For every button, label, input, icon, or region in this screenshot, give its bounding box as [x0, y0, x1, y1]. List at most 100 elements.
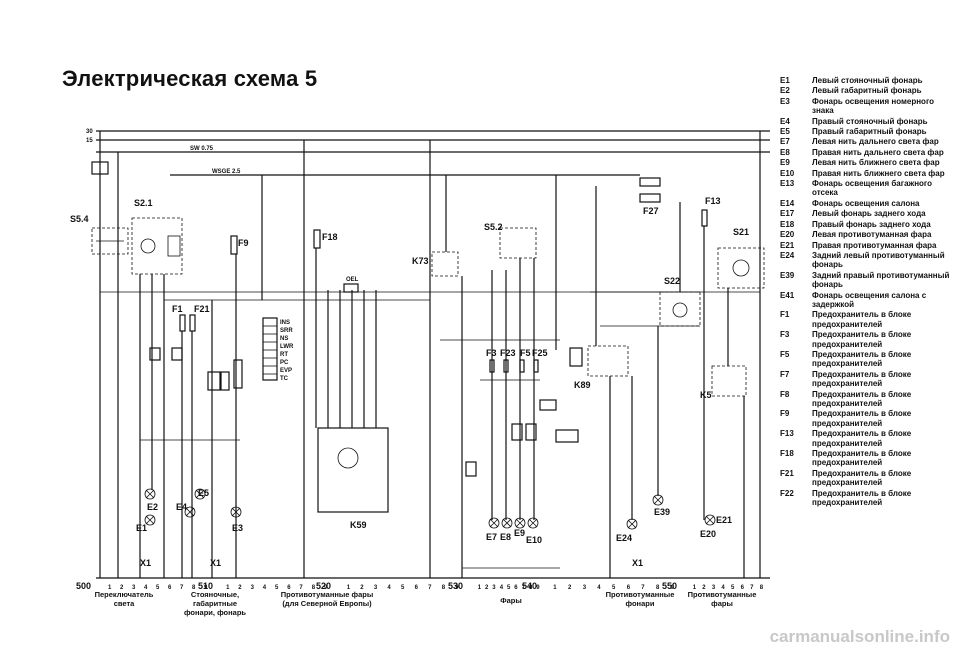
f5-label: F5 [520, 348, 531, 358]
rail-30-label: 30 [86, 129, 93, 135]
legend-code: E2 [780, 86, 790, 96]
scale-tick-number: 9 [204, 585, 208, 591]
legend-code: E8 [780, 147, 790, 157]
legend-text: Фонарь освещения номерного знака [812, 96, 935, 116]
scale-tick-number: 6 [514, 585, 518, 591]
scale-tick-number: 1 [226, 585, 230, 591]
legend-text: Предохранитель в блоке предохранителей [812, 389, 912, 408]
scale-tick-number: 7 [522, 585, 526, 591]
scale-tick-number: 8 [192, 585, 196, 591]
legend-code: E21 [780, 240, 795, 250]
e39-label: E39 [654, 507, 670, 517]
legend-code: E18 [780, 219, 795, 229]
f1-fuse [179, 314, 186, 332]
legend-code: E9 [780, 158, 790, 168]
scale-tick-number: 9 [455, 585, 459, 591]
legend-text: Левая нить ближнего света фар [812, 158, 940, 168]
lamp-e1 [144, 514, 156, 526]
legend-text: Левый фонарь заднего хода [812, 209, 926, 219]
module-lwr: LWR [280, 344, 294, 350]
x1c-label: X1 [632, 558, 643, 568]
s52-label: S5.2 [484, 222, 503, 232]
lamp-e10 [527, 517, 539, 529]
section-label-parking: Стояночные, габаритные фонари, фонарь [183, 590, 247, 617]
s21-switch-box [131, 217, 183, 275]
lamp-e7 [488, 517, 500, 529]
s22-label: S22 [664, 276, 680, 286]
rail-15-label: 15 [86, 138, 93, 144]
f9-fuse [230, 235, 238, 255]
scale-tick-number: 4 [721, 585, 725, 591]
scale-tick-number: 3 [583, 585, 587, 591]
scale-tick-number: 2 [568, 585, 572, 591]
legend-text: Левый габаритный фонарь [812, 86, 922, 96]
legend-code: E41 [780, 290, 795, 300]
scale-550: 550 [662, 581, 677, 591]
wsge-line-label: WSGE 2.5 [212, 169, 241, 175]
scale-tick-number: 5 [401, 585, 405, 591]
legend-text: Фонарь освещения салона с задержкой [812, 290, 927, 309]
legend-text: Задний левый противотуманный фонарь [812, 250, 945, 270]
lamp-e8 [501, 517, 513, 529]
legend-text: Левый стояночный фонарь [812, 76, 923, 85]
scale-tick-number: 3 [492, 585, 496, 591]
legend-code: F13 [780, 429, 794, 439]
f21-fuse [189, 314, 196, 332]
scale-tick-number: 7 [428, 585, 432, 591]
module-evp: EVP [280, 368, 292, 374]
lamp-e24 [626, 518, 638, 530]
e24-label: E24 [616, 533, 632, 543]
section-label-front-fog: Противотуманные фары [687, 590, 757, 608]
scale-tick-number: 7 [299, 585, 303, 591]
legend-text: Предохранитель в блоке предохранителей [812, 310, 912, 329]
watermark: carmanualsonline.info [769, 627, 950, 646]
s54-label: S5.4 [70, 214, 89, 224]
module-ins: INS [280, 320, 290, 326]
legend-text: Фонарь освещения багажного отсека [812, 179, 933, 198]
legend-code: F8 [780, 389, 790, 399]
scale-tick-number: 6 [287, 585, 291, 591]
e1-label: E1 [136, 523, 147, 533]
module-tc: TC [280, 376, 289, 382]
scale-tick-number: 1 [553, 585, 557, 591]
e3-label: E3 [232, 523, 243, 533]
scale-530: 530 [448, 581, 463, 591]
scale-tick-number: 1 [693, 585, 697, 591]
scale-tick-number: 2 [702, 585, 706, 591]
scale-520: 520 [316, 581, 331, 591]
module-ns: NS [280, 336, 288, 342]
k5-label: K5 [700, 390, 712, 400]
scale-540: 540 [522, 581, 537, 591]
scale-tick-number: 8 [529, 585, 533, 591]
legend-text: Предохранитель в блоке предохранителей [812, 330, 912, 349]
legend-row: E9 Левая нить ближнего света фар [774, 158, 954, 167]
scale-tick-number: 8 [656, 585, 660, 591]
legend-text: Правый фонарь заднего хода [812, 219, 931, 229]
f25-label: F25 [532, 348, 548, 358]
section-label-foglamps-north: Противотуманные фары (для Северной Европ… [280, 590, 374, 608]
scale-tick-number: 8 [312, 585, 316, 591]
legend-code: F21 [780, 468, 794, 478]
e5-label: E5 [198, 488, 209, 498]
oel-box [343, 283, 359, 293]
f13-label: F13 [705, 196, 721, 206]
legend-text: Правый стояночный фонарь [812, 116, 928, 126]
legend-code: E10 [780, 168, 795, 178]
legend-code: F22 [780, 488, 794, 498]
scale-tick-number: 9 [536, 585, 540, 591]
scale-tick-number: 7 [180, 585, 184, 591]
legend-text: Предохранитель в блоке предохранителей [812, 488, 912, 508]
f1-label: F1 [172, 304, 183, 314]
